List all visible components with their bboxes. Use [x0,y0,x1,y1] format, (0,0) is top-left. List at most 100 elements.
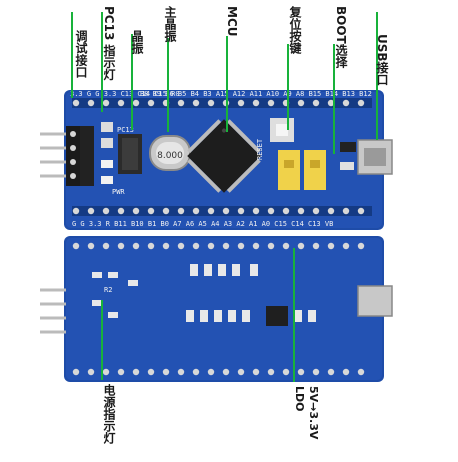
leader-debug [71,12,73,98]
header-pad [327,368,335,376]
header-pad [267,242,275,250]
header-pad [87,207,95,215]
bottom-board: R2 [40,236,393,382]
header-pad [147,242,155,250]
header-pad [327,99,335,107]
bottom-board-pins [72,242,365,376]
header-pad [297,207,305,215]
header-pad [87,242,95,250]
header-pad [102,99,110,107]
header-pad [357,99,365,107]
silk-top-left: 3.3 G G 3.3 C13 C14 C15 R0 [70,90,180,98]
label-ldo: 5V→3.3V LDO [293,386,320,440]
leader-ldo [293,248,295,382]
top-board: 3.3 G G 3.3 C13 C14 C15 R0 B8 B9 B6 B5 B… [40,90,393,230]
label-power-led: 电源指示灯 [102,384,116,444]
label-mcu: MCU [225,6,239,37]
header-pad [177,242,185,250]
header-pad [72,242,80,250]
header-pad [297,368,305,376]
header-pad [192,242,200,250]
header-pad [147,368,155,376]
header-pad [237,99,245,107]
header-pad [87,368,95,376]
header-pad [297,99,305,107]
header-pad [267,99,275,107]
header-pad [132,368,140,376]
header-pad [327,242,335,250]
header-pad [312,207,320,215]
leader-mcu [226,36,228,132]
boot-jumpers [278,150,326,190]
header-pad [117,207,125,215]
header-pad [162,242,170,250]
header-pad [132,99,140,107]
header-pad [72,207,80,215]
silk-bottom: G G 3.3 R B11 B10 B1 B0 A7 A6 A5 A4 A3 A… [72,220,333,228]
header-pad [312,242,320,250]
header-pad [162,207,170,215]
header-pad [282,368,290,376]
leader-pc13 [101,12,103,112]
header-pad [237,368,245,376]
header-pad [237,207,245,215]
header-pad [177,99,185,107]
silk-r2: R2 [104,286,112,294]
usb-connector-back [357,285,393,317]
label-crystal: 晶振 [130,30,144,54]
crystal-value: 8.000 [157,151,183,161]
header-pad [312,99,320,107]
header-pad [252,242,260,250]
silk-top-mid: B8 B9 B6 B5 B4 B3 A15 A12 A11 A10 A9 A8 … [140,90,372,98]
header-pad [222,368,230,376]
header-pad [192,368,200,376]
header-pad [252,368,260,376]
silk-pc13: PC13 [117,126,134,134]
header-pad [102,368,110,376]
header-pad [282,207,290,215]
label-usb-port: USB接口 [375,34,389,86]
header-pad [102,207,110,215]
header-pad [282,242,290,250]
mcu-chip [187,119,261,193]
header-pad [222,207,230,215]
header-pad [342,207,350,215]
header-pad [207,242,215,250]
label-debug-port: 调试接口 [74,30,88,78]
header-pad [342,368,350,376]
header-pad [72,99,80,107]
header-pad [222,242,230,250]
reset-button-part: RESET [256,118,294,160]
smd-cap [340,162,354,170]
leader-usb [376,12,378,140]
header-pad [87,99,95,107]
header-pad [327,207,335,215]
header-pad [357,207,365,215]
header-pad [117,242,125,250]
header-pad [192,207,200,215]
leader-power-led [101,300,103,380]
header-pad [177,368,185,376]
header-pad [132,242,140,250]
bottom-passives [92,264,316,322]
small-ic [340,142,356,152]
header-pad [72,368,80,376]
header-pad [207,99,215,107]
header-pad [207,207,215,215]
header-pad [132,207,140,215]
rtc-crystal [118,134,142,174]
usb-connector [357,139,393,175]
header-pad [267,368,275,376]
header-pad [117,99,125,107]
leader-crystal [131,34,133,130]
header-pad [147,99,155,107]
pc13-led: PC13 PWR [101,122,134,196]
header-pad [312,368,320,376]
label-reset-button: 复位按键 [288,6,302,54]
header-pad [357,242,365,250]
ldo-chip [266,306,288,326]
label-boot-select: BOOT选择 [334,6,348,68]
top-header-pins [72,98,372,108]
